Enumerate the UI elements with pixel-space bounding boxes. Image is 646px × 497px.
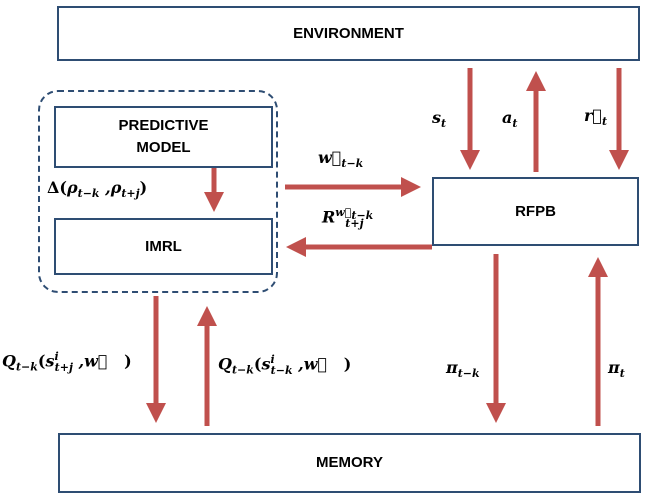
label-policy-current: πt [608,358,625,381]
memory-box: MEMORY [58,433,641,493]
label-action: at [502,108,518,131]
label-q-left: Qt−k(sit+j ,w⃗ ) [2,350,132,374]
predictive-model-box: PREDICTIVE MODEL [54,106,273,168]
label-policy-previous: πt−k [446,358,480,381]
label-state: st [432,108,447,131]
label-delta: Δ(ρt−k ,ρt+j) [47,178,148,201]
label-weights: w⃗t−k [318,148,364,171]
imrl-box: IMRL [54,218,273,275]
environment-box: ENVIRONMENT [57,6,640,61]
label-rfpb-reward: Rw⃗t−kt+j [322,206,374,230]
label-reward-vector: r⃗t [584,106,608,129]
predictive-imrl-group [38,90,278,293]
label-q-right: Qt−k(sit−k ,w⃗ ) [218,353,352,377]
rfpb-box: RFPB [432,177,639,246]
